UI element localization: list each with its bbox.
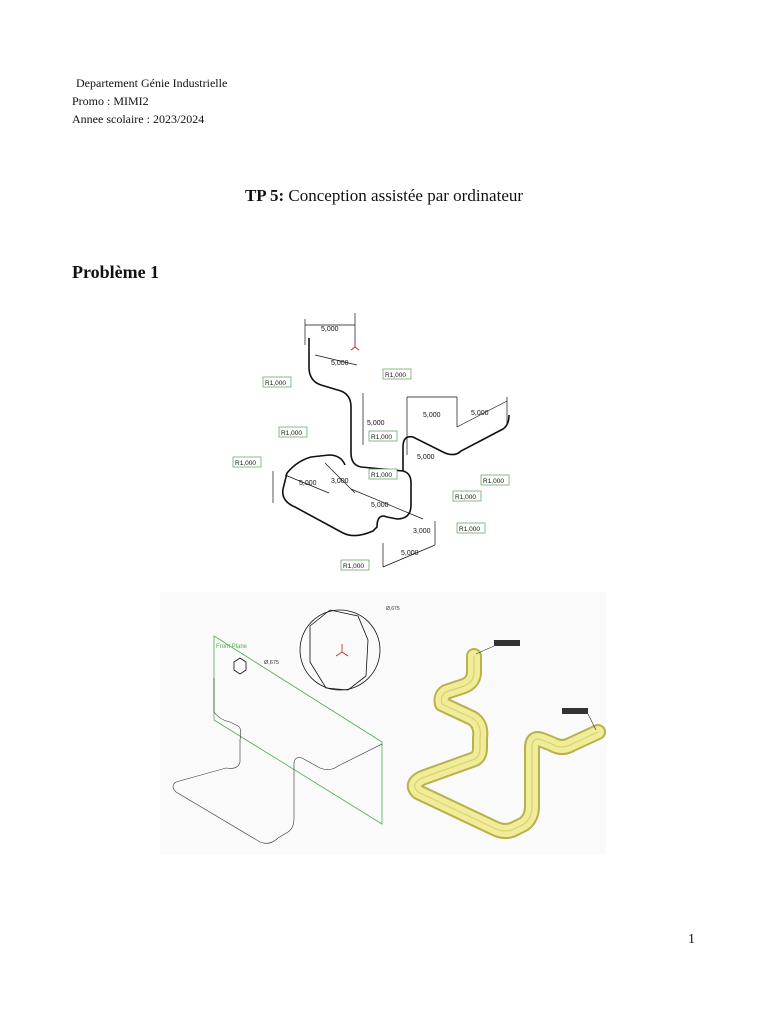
dim-text: 5,000 xyxy=(371,502,389,509)
dim-text: 5,000 xyxy=(331,360,349,367)
dim-text: 3,000 xyxy=(413,528,431,535)
department-line: Departement Génie Industrielle xyxy=(76,76,228,90)
radius-label: R1,000 xyxy=(278,426,308,438)
dim-text: 3,000 xyxy=(331,478,349,485)
svg-text:R1,000: R1,000 xyxy=(281,430,302,437)
dimensioned-sketch: 5,000 5,000 5,000 5,000 5,000 5,000 5,00… xyxy=(232,313,510,571)
promo-line: Promo : MIMI2 xyxy=(72,94,149,108)
sweep-path-sketch xyxy=(172,678,383,844)
origin-icon xyxy=(335,644,349,657)
profile-circle-small xyxy=(233,657,247,675)
radius-label: R1,000 xyxy=(452,490,482,502)
section-heading: Problème 1 xyxy=(72,262,160,282)
radius-label: R1,000 xyxy=(456,522,486,534)
page-title: TP 5: Conception assistée par ordinateur xyxy=(0,186,768,206)
radius-label: R1,000 xyxy=(232,456,262,468)
dim-text: 5,000 xyxy=(299,480,317,487)
dim-text: 5,000 xyxy=(321,326,339,333)
title-text: Conception assistée par ordinateur xyxy=(288,186,524,205)
radius-label: R1,000 xyxy=(368,468,398,480)
origin-icon xyxy=(350,341,360,351)
diameter-label-large: Ø,675 xyxy=(386,606,400,612)
svg-text:R1,000: R1,000 xyxy=(371,434,392,441)
swept-tube xyxy=(406,648,606,839)
svg-text:R1,000: R1,000 xyxy=(385,372,406,379)
dim-text: 5,000 xyxy=(417,454,435,461)
title-prefix: TP 5: xyxy=(244,186,285,205)
diameter-label-small: Ø,675 xyxy=(264,660,279,666)
dimension-texts: 5,000 5,000 5,000 5,000 5,000 5,000 5,00… xyxy=(299,326,489,557)
plane-label: Front Plane xyxy=(216,644,248,650)
page-number: 1 xyxy=(688,932,695,947)
svg-text:R1,000: R1,000 xyxy=(459,526,480,533)
dim-text: 5,000 xyxy=(401,550,419,557)
radius-label: R1,000 xyxy=(382,368,412,380)
svg-text:R1,000: R1,000 xyxy=(483,478,504,485)
dim-text: 5,000 xyxy=(423,412,441,419)
dim-text: 5,000 xyxy=(471,410,489,417)
radius-label: R1,000 xyxy=(262,376,292,388)
cad-sweep-view: Front Plane Ø,675 Ø,675 xyxy=(160,592,606,854)
radius-label: R1,000 xyxy=(368,430,398,442)
svg-text:R1,000: R1,000 xyxy=(235,460,256,467)
svg-text:R1,000: R1,000 xyxy=(371,472,392,479)
dimension-lines xyxy=(272,313,508,568)
dim-text: 5,000 xyxy=(367,420,385,427)
year-line: Annee scolaire : 2023/2024 xyxy=(72,112,205,126)
radius-label: R1,000 xyxy=(340,559,370,571)
radius-label: R1,000 xyxy=(480,474,510,486)
profile-circle-large xyxy=(299,609,381,691)
svg-text:R1,000: R1,000 xyxy=(343,563,364,570)
radius-callouts: R1,000 R1,000 R1,000 R1,000 R1,000 R1,00… xyxy=(232,368,510,571)
svg-text:R1,000: R1,000 xyxy=(265,380,286,387)
tube-callout-tags xyxy=(475,640,597,731)
svg-text:R1,000: R1,000 xyxy=(455,494,476,501)
